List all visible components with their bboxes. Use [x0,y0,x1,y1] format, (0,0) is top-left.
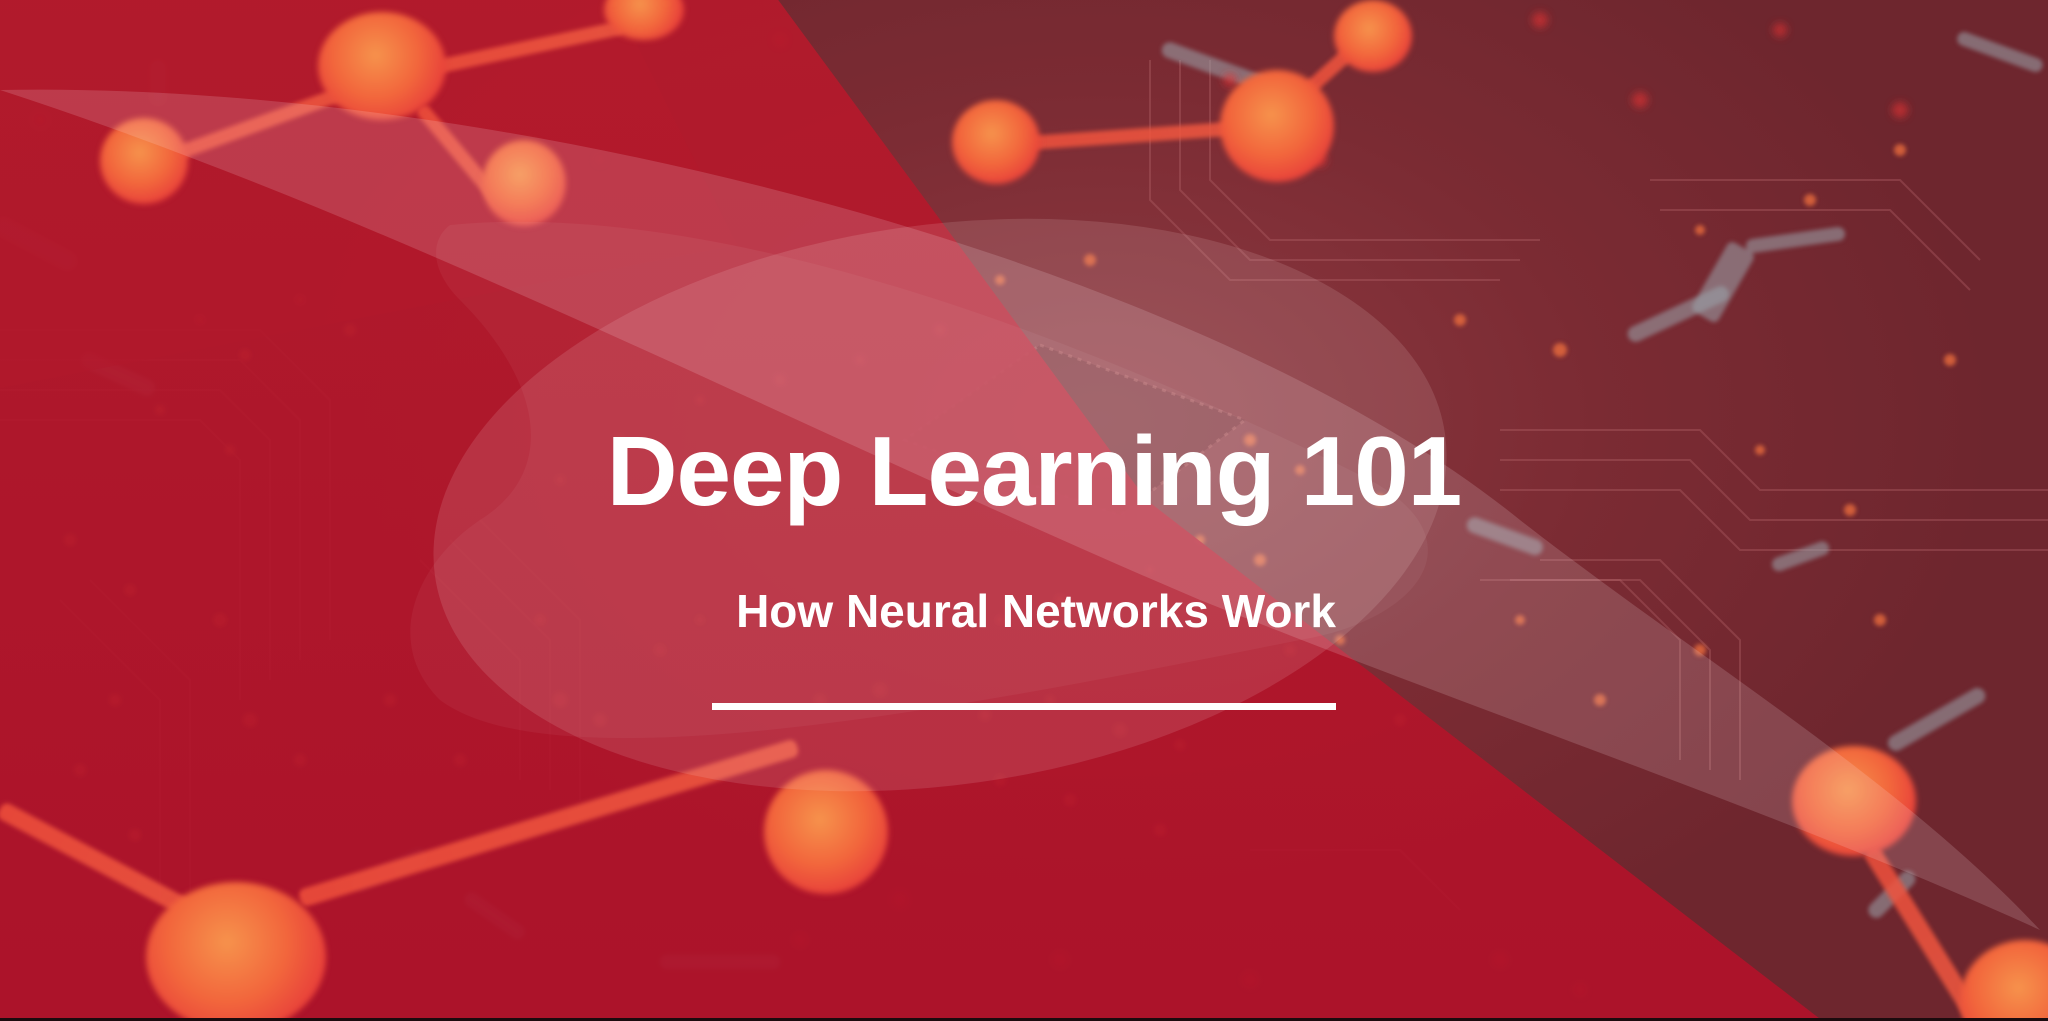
network-node [952,100,1040,184]
network-node [318,12,446,120]
slide-title: Deep Learning 101 [606,416,1462,526]
network-node [482,140,566,226]
slide-subtitle: How Neural Networks Work [736,585,1336,637]
network-node [1792,746,1916,856]
title-underline-divider [712,703,1336,710]
network-node [1334,0,1412,72]
network-node [1220,70,1334,182]
network-node [146,882,326,1021]
bottom-edge [0,1018,2048,1021]
network-node [764,770,888,894]
network-node [100,118,188,204]
